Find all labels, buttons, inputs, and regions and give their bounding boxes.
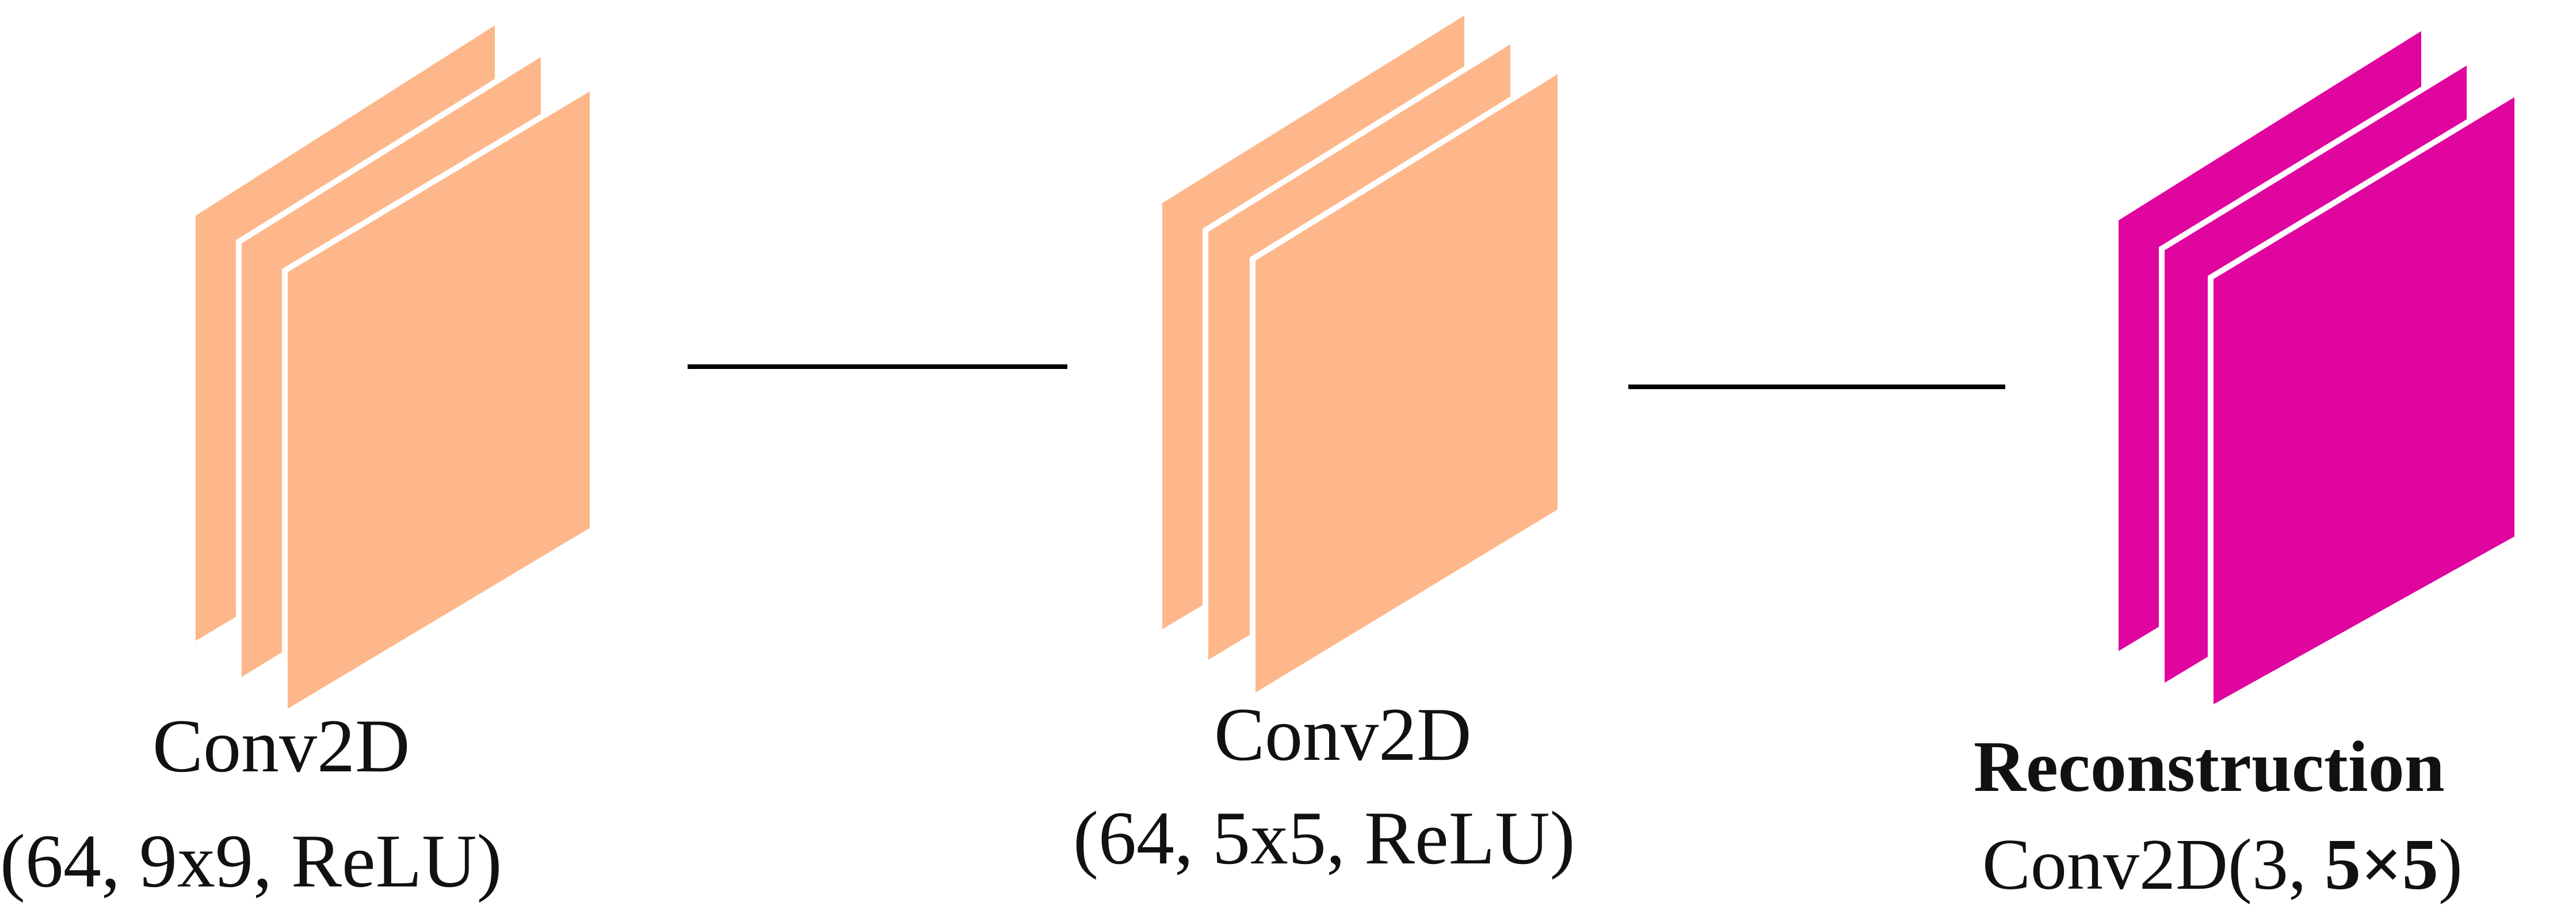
conv-block-2-label-line1: Conv2D [1214, 692, 1472, 777]
conv-block-1-label-line2: (64, 9x9, ReLU) [0, 819, 502, 903]
reconstruction-block-label-line1: Reconstruction [1974, 727, 2445, 807]
reconstruction-block-label-line2: Conv2D(3, 5×5) [1982, 829, 2463, 901]
reconstruction-label-prefix: Conv2D(3, [1982, 825, 2325, 905]
reconstruction-label-kernel: 5×5 [2325, 825, 2438, 905]
conv-block-1 [190, 14, 596, 719]
reconstruction-block [2113, 20, 2520, 714]
conv-block-2-layer-3 [1250, 64, 1563, 703]
conv-block-1-layer-3 [282, 81, 596, 719]
conv-block-2 [1157, 5, 1563, 703]
conv-block-2-label-line2: (64, 5x5, ReLU) [1073, 796, 1575, 880]
reconstruction-block-layer-3 [2208, 87, 2520, 714]
reconstruction-label-suffix: ) [2438, 825, 2463, 905]
conv-block-1-label-line1: Conv2D [152, 703, 410, 788]
